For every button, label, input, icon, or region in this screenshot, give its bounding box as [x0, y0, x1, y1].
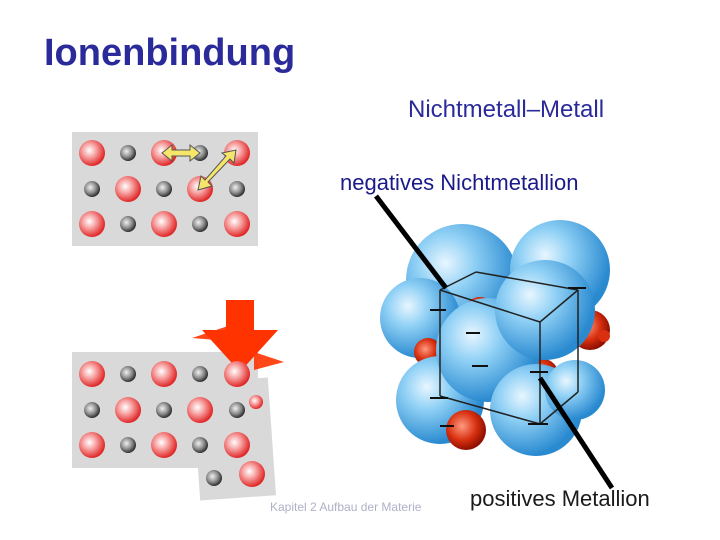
subtitle: Nichtmetall–Metall — [408, 96, 605, 123]
ion-lattice-bottom — [79, 361, 265, 487]
footer-chapter: Kapitel 2 Aufbau der Materie — [270, 500, 422, 514]
ionic-crystal — [374, 194, 615, 490]
force-arrows — [161, 143, 237, 191]
shift-arrow — [192, 300, 284, 372]
negative-ion-label: negatives Nichtmetallion — [340, 170, 579, 195]
page-title: Ionenbindung — [44, 32, 296, 74]
positive-ion-label: positives Metallion — [470, 486, 650, 511]
